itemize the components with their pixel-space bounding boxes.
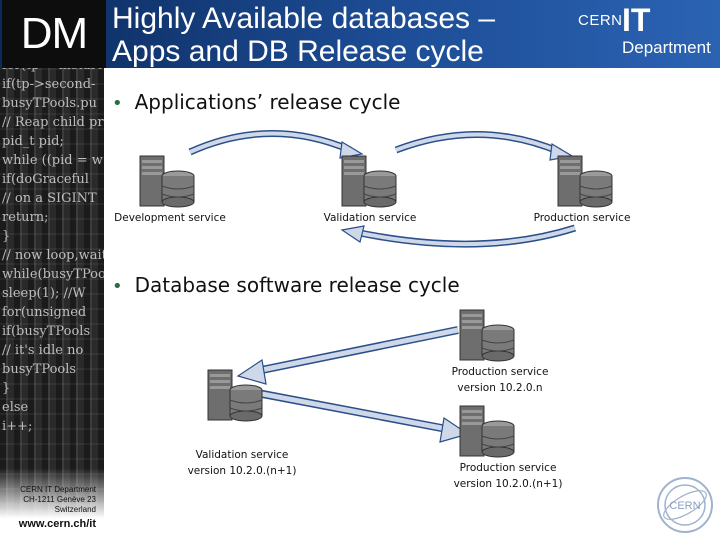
department-logo-text: Department: [622, 38, 711, 57]
code-line: else: [2, 400, 29, 415]
server-icon: [459, 309, 515, 362]
footer-url: www.cern.ch/it: [18, 518, 96, 530]
bullet-applications: • Applications’ release cycle: [112, 90, 400, 114]
caption-prod-next-line2: version 10.2.0.(n+1): [453, 478, 563, 490]
code-line: pid_t pid;: [2, 134, 64, 149]
arrowhead-4: [236, 358, 267, 385]
code-line: i++;: [2, 419, 33, 434]
bullet-dot-icon: •: [112, 276, 123, 297]
dm-logo: DM: [2, 0, 106, 68]
slide-title-line2: Apps and DB Release cycle: [112, 35, 484, 68]
caption-validation-next-line2: version 10.2.0.(n+1): [187, 465, 297, 477]
code-line: return;: [2, 210, 49, 225]
code-line: // it's idle no: [2, 343, 84, 358]
bullet-database-text: Database software release cycle: [134, 273, 460, 297]
caption-development: Development service: [114, 212, 226, 224]
caption-validation: Validation service: [323, 212, 417, 224]
bullet-database: • Database software release cycle: [112, 273, 460, 297]
caption-prod-next: Production service version 10.2.0.(n+1): [436, 460, 580, 492]
caption-prod-current-line2: version 10.2.0.n: [457, 382, 543, 394]
code-line: sleep(1); //W: [2, 286, 86, 301]
caption-validation-next: Validation service version 10.2.0.(n+1): [170, 447, 314, 479]
caption-validation-next-line1: Validation service: [195, 449, 289, 461]
server-icon: [341, 155, 397, 208]
code-line: while(busyTPoo: [2, 267, 104, 282]
it-logo-text: IT: [622, 2, 651, 38]
caption-prod-current: Production service version 10.2.0.n: [430, 364, 570, 396]
server-icon: [207, 369, 263, 422]
code-line: // on a SIGINT: [2, 191, 97, 206]
footer-line3: Switzerland: [54, 505, 96, 514]
cern-logo-text: CERN: [578, 12, 623, 29]
code-photo-strip: i++; else} busyTPools // it's idle no if(bus…: [0, 68, 104, 540]
slide-title: Highly Available databases – Apps and DB…: [112, 2, 572, 68]
caption-production: Production service: [533, 212, 631, 224]
bullet-applications-text: Applications’ release cycle: [134, 90, 401, 114]
code-line: if(tp->second-: [2, 77, 96, 92]
code-line: if(busyTPools: [2, 324, 91, 339]
code-line: busyTPools: [2, 362, 77, 377]
caption-prod-next-line1: Production service: [459, 462, 557, 474]
strip-fade: [0, 468, 104, 540]
code-line: }: [2, 381, 11, 396]
cern-seal-logo: CERN: [657, 477, 713, 533]
code-line: if(doGraceful: [2, 172, 89, 187]
sidebar-footer: CERN IT Department CH-1211 Genève 23 Swi…: [0, 485, 96, 530]
server-icon: [139, 155, 195, 208]
footer-line2: CH-1211 Genève 23: [23, 495, 96, 504]
server-icon: [557, 155, 613, 208]
footer-line1: CERN IT Department: [20, 485, 96, 494]
code-line: }: [2, 229, 11, 244]
code-line: // Reap child pr: [2, 115, 104, 130]
arrowhead-3: [340, 225, 365, 243]
code-line: while ((pid = w: [2, 153, 103, 168]
server-icon: [459, 405, 515, 458]
bullet-dot-icon: •: [112, 93, 123, 114]
cern-it-logo: CERN IT Department: [578, 2, 714, 62]
code-line: for(unsigned: [2, 305, 87, 320]
code-line: for(tp = mstart: [2, 68, 102, 73]
slide-title-line1: Highly Available databases –: [112, 2, 496, 35]
code-line: busyTPools.pu: [2, 96, 97, 111]
header-band: DM Highly Available databases – Apps and…: [0, 0, 720, 68]
seal-text: CERN: [669, 500, 700, 512]
caption-prod-current-line1: Production service: [451, 366, 549, 378]
code-line: // now loop,wait: [2, 248, 104, 263]
